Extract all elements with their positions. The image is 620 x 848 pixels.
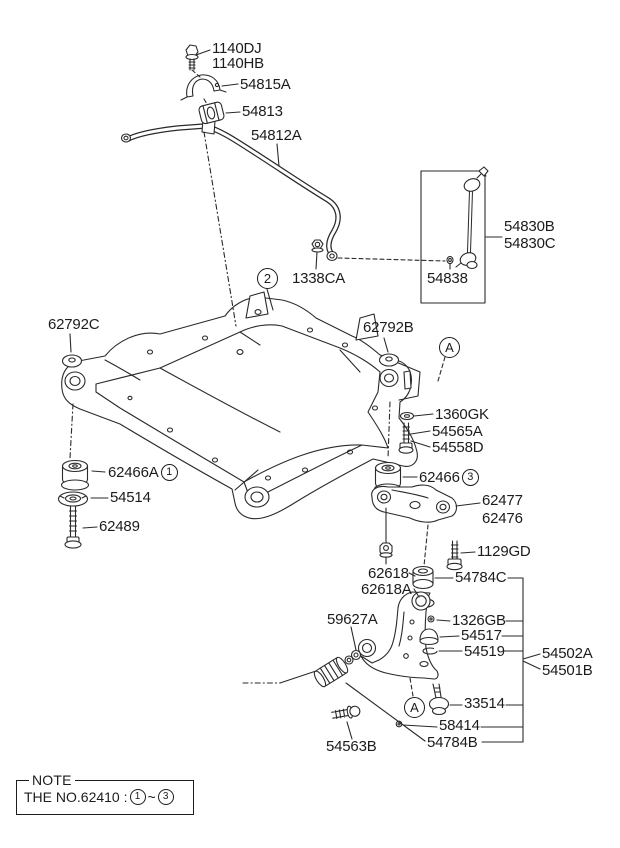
part-label-62466a-group: 62466A 1 <box>108 464 178 481</box>
callout-marker-3: 3 <box>461 469 479 486</box>
part-label-1326gb: 1326GB <box>452 612 506 629</box>
part-label-54813: 54813 <box>242 103 283 120</box>
leader-lines <box>69 49 541 743</box>
stabilizer-bar-drawing <box>120 118 341 262</box>
note-text: THE NO.62410 : 1 ~ 3 <box>24 789 174 805</box>
bolt-1129gd-drawing <box>446 540 463 571</box>
bushing-54813-drawing <box>198 101 225 125</box>
bolt-54563b-drawing <box>331 705 361 720</box>
note-title: NOTE <box>29 772 75 788</box>
part-label-62792c: 62792C <box>48 316 100 333</box>
lower-control-arm-drawing <box>357 591 450 716</box>
part-label-33514: 33514 <box>464 695 505 712</box>
callout-marker-2: 2 <box>257 268 278 289</box>
note-marker-1: 1 <box>129 789 146 805</box>
bushing-62618-drawing <box>412 565 434 590</box>
part-label-62466: 62466 <box>419 468 460 486</box>
part-label-58414: 58414 <box>439 717 480 734</box>
nut-1338ca-drawing <box>311 239 324 253</box>
part-label-62618: 62618 <box>368 565 409 582</box>
part-label-62466-group: 62466 3 <box>419 469 479 486</box>
crossmember-drawing <box>61 291 421 520</box>
part-label-54838: 54838 <box>427 270 468 287</box>
note-tilde: ~ <box>147 789 156 805</box>
callout-marker-1: 1 <box>160 464 178 481</box>
part-label-62477: 62477 <box>482 492 523 509</box>
nut-58414-drawing <box>395 720 403 728</box>
part-label-54514: 54514 <box>110 489 151 506</box>
dashed-lines <box>191 69 446 697</box>
part-label-1140dj: 1140DJ <box>212 40 262 57</box>
bushing-54784b-drawing <box>313 656 349 688</box>
part-label-54519: 54519 <box>464 643 505 660</box>
grommet-1326gb-drawing <box>427 615 435 623</box>
stabilizer-link-box <box>420 166 489 304</box>
part-label-54563b: 54563B <box>326 738 377 755</box>
nut-62618-drawing <box>379 542 393 558</box>
view-marker-a-top: A <box>439 337 460 358</box>
part-label-62476: 62476 <box>482 510 523 527</box>
view-marker-a-bottom: A <box>404 697 425 718</box>
part-label-1338ca: 1338CA <box>292 270 346 287</box>
bracket-54815a-drawing <box>180 74 227 101</box>
reference-lines <box>69 131 391 684</box>
part-label-54784b: 54784B <box>427 734 478 751</box>
part-label-62618a: 62618A <box>361 581 412 598</box>
part-label-54558d: 54558D <box>432 439 484 456</box>
washer-1360gk-drawing <box>399 411 415 421</box>
bracket-62477-drawing <box>371 484 458 523</box>
note-marker-3: 3 <box>157 789 174 805</box>
part-label-62792b: 62792B <box>363 319 414 336</box>
note-box: NOTE THE NO.62410 : 1 ~ 3 <box>16 772 194 815</box>
bushing-62466a-drawing <box>60 459 90 491</box>
part-label-54502a: 54502A <box>542 645 593 662</box>
part-label-1129gd: 1129GD <box>477 543 531 560</box>
part-label-54784c: 54784C <box>455 569 507 586</box>
dust-cover-54517-drawing <box>419 628 439 646</box>
washer-62792b-drawing <box>378 353 400 367</box>
part-label-54812a: 54812A <box>251 127 302 144</box>
part-label-62466a: 62466A <box>108 463 159 481</box>
bolt-1140dj-drawing <box>185 44 199 71</box>
part-label-1360gk: 1360GK <box>435 406 489 423</box>
bolt-54565a-drawing <box>398 422 414 454</box>
part-label-54565a: 54565A <box>432 423 483 440</box>
washer-54514-drawing <box>57 491 89 507</box>
bolt-62489-drawing <box>64 505 82 549</box>
part-label-54830b: 54830B <box>504 218 555 235</box>
part-label-54830c: 54830C <box>504 235 556 252</box>
part-label-54517: 54517 <box>461 627 502 644</box>
washer-62792c-drawing <box>61 354 83 368</box>
part-label-59627a: 59627A <box>327 611 378 628</box>
part-label-62489: 62489 <box>99 518 140 535</box>
washers-59627a-drawing <box>344 649 362 665</box>
snap-ring-54519-drawing <box>422 647 438 655</box>
note-text-body: THE NO.62410 : <box>24 789 128 805</box>
part-label-54815a: 54815A <box>240 76 291 93</box>
part-label-1140hb: 1140HB <box>212 55 264 72</box>
part-label-54501b: 54501B <box>542 662 593 679</box>
